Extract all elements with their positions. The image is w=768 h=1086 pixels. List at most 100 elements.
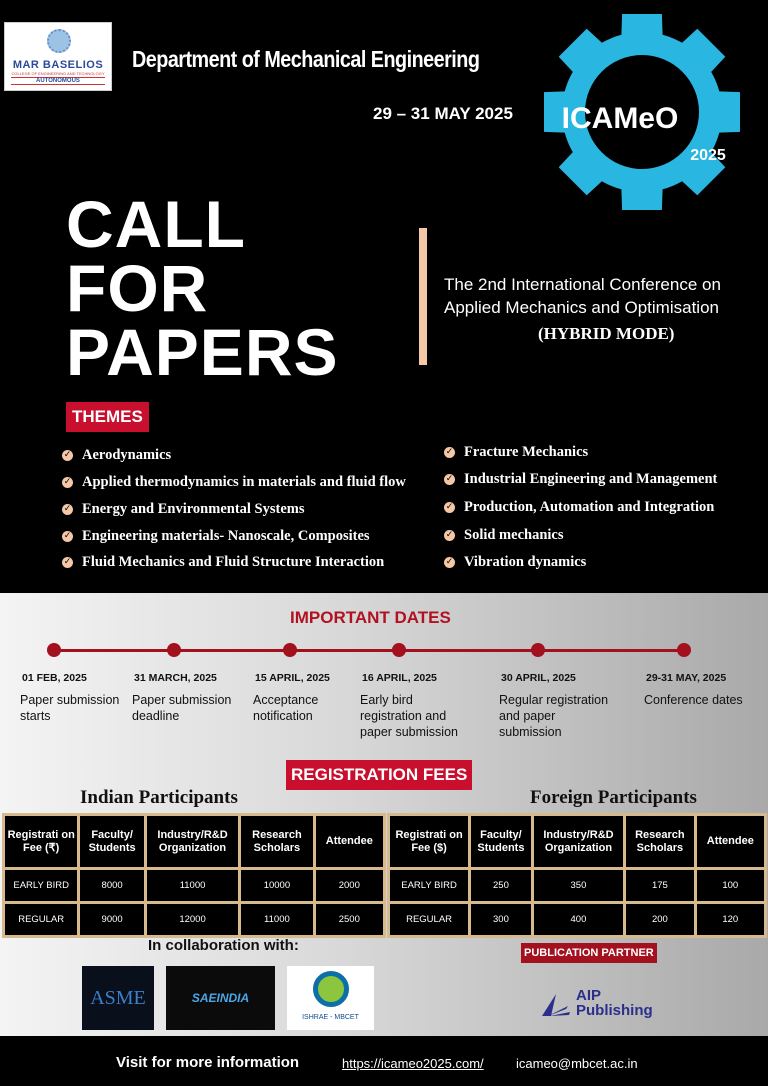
aip-logo-icon (542, 994, 570, 1016)
timeline-dot (531, 643, 545, 657)
table-cell: 10000 (238, 867, 316, 904)
theme-label: Solid mechanics (464, 527, 564, 543)
table-cell: 8000 (77, 867, 147, 904)
asme-logo: ASME (82, 966, 154, 1030)
table-cell: EARLY BIRD (386, 867, 472, 904)
table-cell: REGULAR (1, 901, 81, 938)
theme-item: ✓ Vibration dynamics (444, 554, 586, 571)
timeline-description: Conference dates (644, 693, 743, 707)
theme-label: Industrial Engineering and Management (464, 471, 718, 487)
timeline-date: 29-31 MAY, 2025 (646, 672, 727, 684)
table-cell: 120 (693, 901, 768, 938)
call-for-papers-title: CALL FOR PAPERS (66, 187, 339, 389)
theme-item: ✓ Production, Automation and Integration (444, 499, 714, 516)
table-cell: 175 (623, 867, 697, 904)
table-header: Industry/R&D Organization (530, 813, 627, 870)
theme-item: ✓ Solid mechanics (444, 527, 564, 544)
timeline-description: Acceptance notification (253, 693, 319, 723)
table-cell: 2000 (312, 867, 387, 904)
timeline-description: Regular registration and paper submissio… (499, 693, 609, 739)
theme-label: Aerodynamics (82, 447, 172, 463)
table-cell: 100 (693, 867, 768, 904)
college-logo: MAR BASELIOS COLLEGE OF ENGINEERING AND … (4, 22, 112, 91)
timeline-dot (677, 643, 691, 657)
table-cell: 9000 (77, 901, 147, 938)
logo-text: MAR BASELIOS (12, 59, 104, 71)
timeline-description: Early bird registration and paper submis… (360, 693, 458, 739)
title-line: FOR (66, 251, 209, 325)
ishrae-logo: ISHRAE - MBCET (287, 966, 374, 1030)
table-header: Registrati on Fee ($) (386, 813, 472, 870)
timeline-dot (167, 643, 181, 657)
check-icon: ✓ (444, 502, 455, 513)
theme-label: Fracture Mechanics (464, 444, 589, 460)
title-line: CALL (66, 187, 246, 261)
logo-subtext: COLLEGE OF ENGINEERING AND TECHNOLOGY (11, 71, 105, 76)
emblem-icon (47, 29, 71, 53)
table-cell: 12000 (143, 901, 242, 938)
theme-item: ✓ Aerodynamics (62, 447, 171, 464)
department-title: Department of Mechanical Engineering (132, 46, 480, 72)
title-line: PAPERS (66, 315, 339, 389)
important-dates-title: IMPORTANT DATES (290, 608, 451, 627)
email-link[interactable]: icameo@mbcet.ac.in (516, 1056, 638, 1071)
table-cell: 200 (623, 901, 697, 938)
saeindia-logo: SAEINDIA (166, 966, 275, 1030)
visit-label: Visit for more information (116, 1054, 300, 1071)
table-cell: EARLY BIRD (1, 867, 81, 904)
foreign-participants-title: Foreign Participants (530, 787, 697, 808)
top-section (0, 0, 768, 593)
theme-item: ✓Fracture Mechanics (444, 444, 588, 461)
table-cell: 300 (468, 901, 534, 938)
timeline-date: 31 MARCH, 2025 (134, 672, 217, 684)
check-icon: ✓ (62, 557, 73, 568)
aip-publishing-logo: AIP Publishing (540, 988, 653, 1018)
timeline-date: 15 APRIL, 2025 (255, 672, 330, 684)
logo-autonomous: AUTONOMOUS (11, 77, 105, 85)
check-icon: ✓ (62, 450, 73, 461)
table-cell: 2500 (312, 901, 387, 938)
theme-label: Vibration dynamics (464, 554, 587, 570)
indian-participants-title: Indian Participants (80, 787, 238, 808)
conference-mode: (HYBRID MODE) (538, 324, 675, 343)
theme-label: Energy and Environmental Systems (82, 501, 305, 517)
publishing-text: Publishing (576, 1002, 653, 1019)
timeline-description: Paper submission deadline (132, 693, 232, 723)
aip-text: AIP (576, 987, 602, 1004)
timeline-dot (283, 643, 297, 657)
table-cell: 11000 (238, 901, 316, 938)
table-header: Industry/R&D Organization (143, 813, 242, 870)
table-cell: 250 (468, 867, 534, 904)
theme-label: Production, Automation and Integration (464, 499, 715, 515)
theme-item: ✓ Fluid Mechanics and Fluid Structure Int… (62, 554, 384, 571)
check-icon: ✓ (444, 557, 455, 568)
check-icon: ✓ (62, 504, 73, 515)
table-header: Faculty/ Students (468, 813, 534, 870)
theme-item: ✓ Energy and Environmental Systems (62, 501, 305, 518)
registration-fees-title: REGISTRATION FEES (286, 760, 473, 790)
theme-label: Applied thermodynamics in materials and … (82, 474, 406, 490)
theme-label: Fluid Mechanics and Fluid Structure Inte… (82, 554, 385, 570)
footer (0, 1036, 768, 1086)
table-header: Attendee (312, 813, 387, 870)
theme-item: ✓Applied thermodynamics in materials and… (62, 474, 406, 491)
website-link[interactable]: https://icameo2025.com/ (342, 1056, 484, 1071)
ishrae-text: ISHRAE - MBCET (302, 1014, 359, 1021)
theme-item: ✓Industrial Engineering and Management (444, 471, 717, 488)
conference-name: The 2nd International Conference on Appl… (444, 273, 721, 319)
theme-label: Engineering materials- Nanoscale, Compos… (82, 528, 370, 544)
timeline-date: 01 FEB, 2025 (22, 672, 87, 684)
table-cell: REGULAR (386, 901, 472, 938)
gear-icon: ICAMeO 2025 (544, 14, 740, 210)
timeline-dot (392, 643, 406, 657)
check-icon: ✓ (444, 530, 455, 541)
timeline-description: Paper submission starts (20, 693, 120, 723)
event-name: ICAMeO (562, 102, 679, 135)
conference-line: The 2nd International Conference on (444, 275, 721, 294)
timeline-date: 16 APRIL, 2025 (362, 672, 437, 684)
timeline-date: 30 APRIL, 2025 (501, 672, 576, 684)
